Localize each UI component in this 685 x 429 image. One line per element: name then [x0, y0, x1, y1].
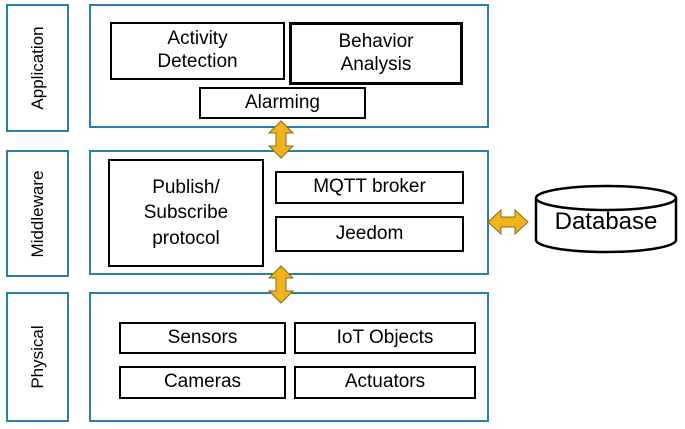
cameras-box: Cameras: [119, 366, 286, 399]
jeedom-box: Jeedom: [275, 216, 464, 252]
sensors-box: Sensors: [119, 322, 286, 354]
middleware-physical-arrow: [267, 265, 295, 304]
publish-subscribe-box: Publish/ Subscribe protocol: [108, 159, 264, 267]
mqtt-broker-label: MQTT broker: [313, 176, 426, 198]
application-layer-panel: Activity Detection Behavior Analysis Ala…: [89, 4, 489, 128]
physical-layer-label: Physical: [6, 292, 69, 422]
middleware-database-arrow: [487, 208, 529, 236]
application-layer-label: Application: [6, 4, 69, 132]
behavior-analysis-label: Behavior Analysis: [338, 30, 414, 75]
sensors-label: Sensors: [167, 326, 238, 348]
actuators-box: Actuators: [294, 366, 476, 399]
publish-subscribe-label: Publish/ Subscribe protocol: [143, 176, 229, 249]
activity-detection-label: Activity Detection: [157, 28, 238, 72]
actuators-label: Actuators: [344, 371, 426, 393]
physical-layer-panel: Sensors IoT Objects Cameras Actuators: [89, 292, 489, 422]
cameras-label: Cameras: [163, 371, 242, 393]
app-middleware-arrow: [267, 120, 295, 159]
activity-detection-box: Activity Detection: [110, 22, 285, 80]
middleware-layer-panel: Publish/ Subscribe protocol MQTT broker …: [89, 150, 489, 275]
database-label: Database: [554, 208, 658, 235]
middleware-layer-label: Middleware: [6, 150, 69, 277]
alarming-box: Alarming: [199, 87, 366, 119]
iot-objects-box: IoT Objects: [294, 322, 476, 354]
behavior-analysis-box: Behavior Analysis: [289, 22, 463, 85]
iot-objects-label: IoT Objects: [336, 326, 434, 348]
database-cylinder: [534, 184, 678, 254]
mqtt-broker-box: MQTT broker: [275, 171, 464, 204]
jeedom-label: Jeedom: [335, 222, 404, 244]
alarming-label: Alarming: [245, 91, 320, 113]
